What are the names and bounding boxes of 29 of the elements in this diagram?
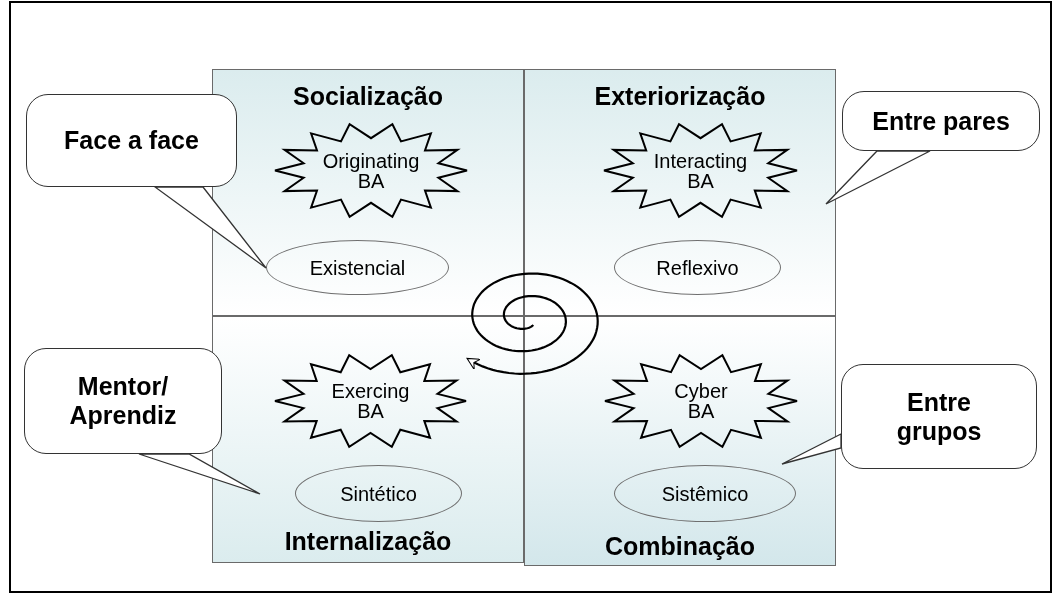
quadrant-panel (212, 316, 524, 563)
callout-pointer (138, 453, 261, 495)
starburst-label: Originating BA (322, 150, 420, 191)
quadrant-heading: Exteriorização (593, 82, 767, 111)
ellipse-label: Existencial (309, 257, 406, 278)
quadrant-heading: Combinação (604, 532, 756, 561)
starburst-shape (275, 123, 467, 218)
quadrant-panel (212, 69, 524, 316)
starburst-shape (604, 123, 797, 218)
callout-text: Entre pares (872, 106, 1010, 136)
callout-pointer (825, 150, 931, 205)
callout-pointer (781, 432, 842, 465)
ellipse-label: Sistêmico (661, 483, 749, 504)
quadrant-panel (524, 69, 836, 316)
starburst-label: Exercing BA (331, 381, 410, 421)
speech-bubble (841, 364, 1037, 469)
starburst-shape (275, 354, 466, 448)
callout-text: Entre grupos (896, 387, 982, 446)
starburst-label: Cyber BA (674, 381, 728, 421)
quadrant-heading: Internalização (283, 527, 453, 556)
callout-pointer (153, 186, 267, 269)
ellipse-label: Reflexivo (656, 257, 739, 278)
starburst-shape (605, 354, 797, 448)
callout-text: Mentor/ Aprendiz (69, 372, 177, 430)
starburst-label: Interacting BA (653, 150, 748, 191)
quadrant-heading: Socialização (291, 82, 445, 111)
callout-text: Face a face (64, 126, 199, 155)
quadrant-panel (524, 316, 836, 566)
ellipse-label: Sintético (340, 483, 417, 504)
